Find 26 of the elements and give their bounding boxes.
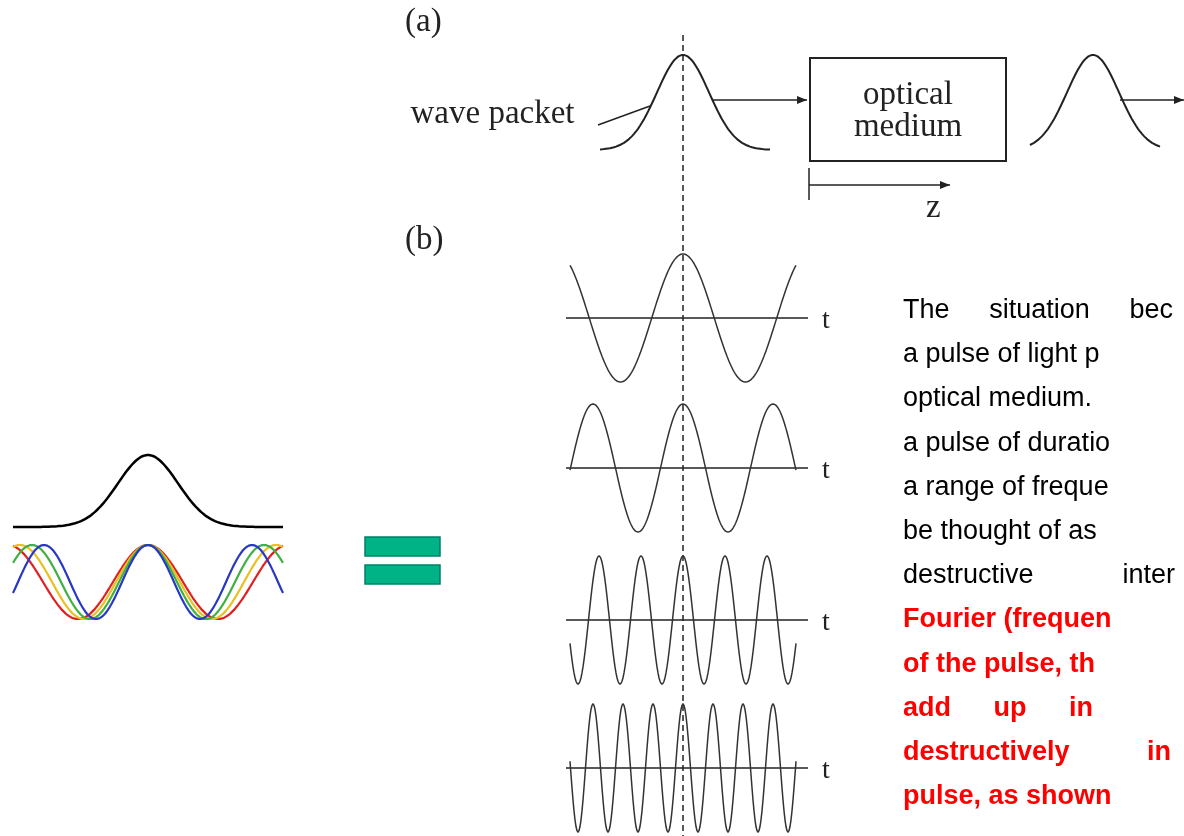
paragraph-line: destructively in — [903, 738, 1171, 765]
axis-label: t — [822, 607, 830, 635]
paragraph-line: pulse, as shown — [903, 782, 1112, 810]
callout-text: wave packet — [390, 95, 595, 131]
wave-packet-curve — [1029, 54, 1161, 148]
axis-label: z — [926, 190, 941, 223]
panel-label: (b) — [405, 222, 444, 255]
medium-box: optical medium — [809, 57, 1007, 162]
paragraph-line: optical medium. — [903, 384, 1093, 412]
paragraph-line: be thought of as — [903, 517, 1097, 544]
wave-packet-curve — [599, 54, 771, 151]
panel-label: (a) — [405, 4, 442, 37]
paragraph-line: destructive inter — [903, 561, 1175, 589]
paragraph-line: Fourier (frequen — [903, 605, 1112, 633]
arrow — [712, 96, 808, 104]
arrow — [1119, 96, 1184, 104]
paragraph-line: add up in — [903, 693, 1093, 721]
axis-label: t — [822, 455, 830, 483]
paragraph-line: of the pulse, th — [903, 649, 1095, 677]
paragraph-line: a range of freque — [903, 472, 1109, 500]
leader-line — [597, 105, 651, 126]
paragraph-line: The situation bec — [903, 296, 1173, 323]
paragraph-line: a pulse of light p — [903, 340, 1100, 368]
paragraph-line: a pulse of duratio — [903, 428, 1111, 456]
axis-label: t — [822, 755, 830, 783]
axis-label: t — [822, 305, 830, 333]
